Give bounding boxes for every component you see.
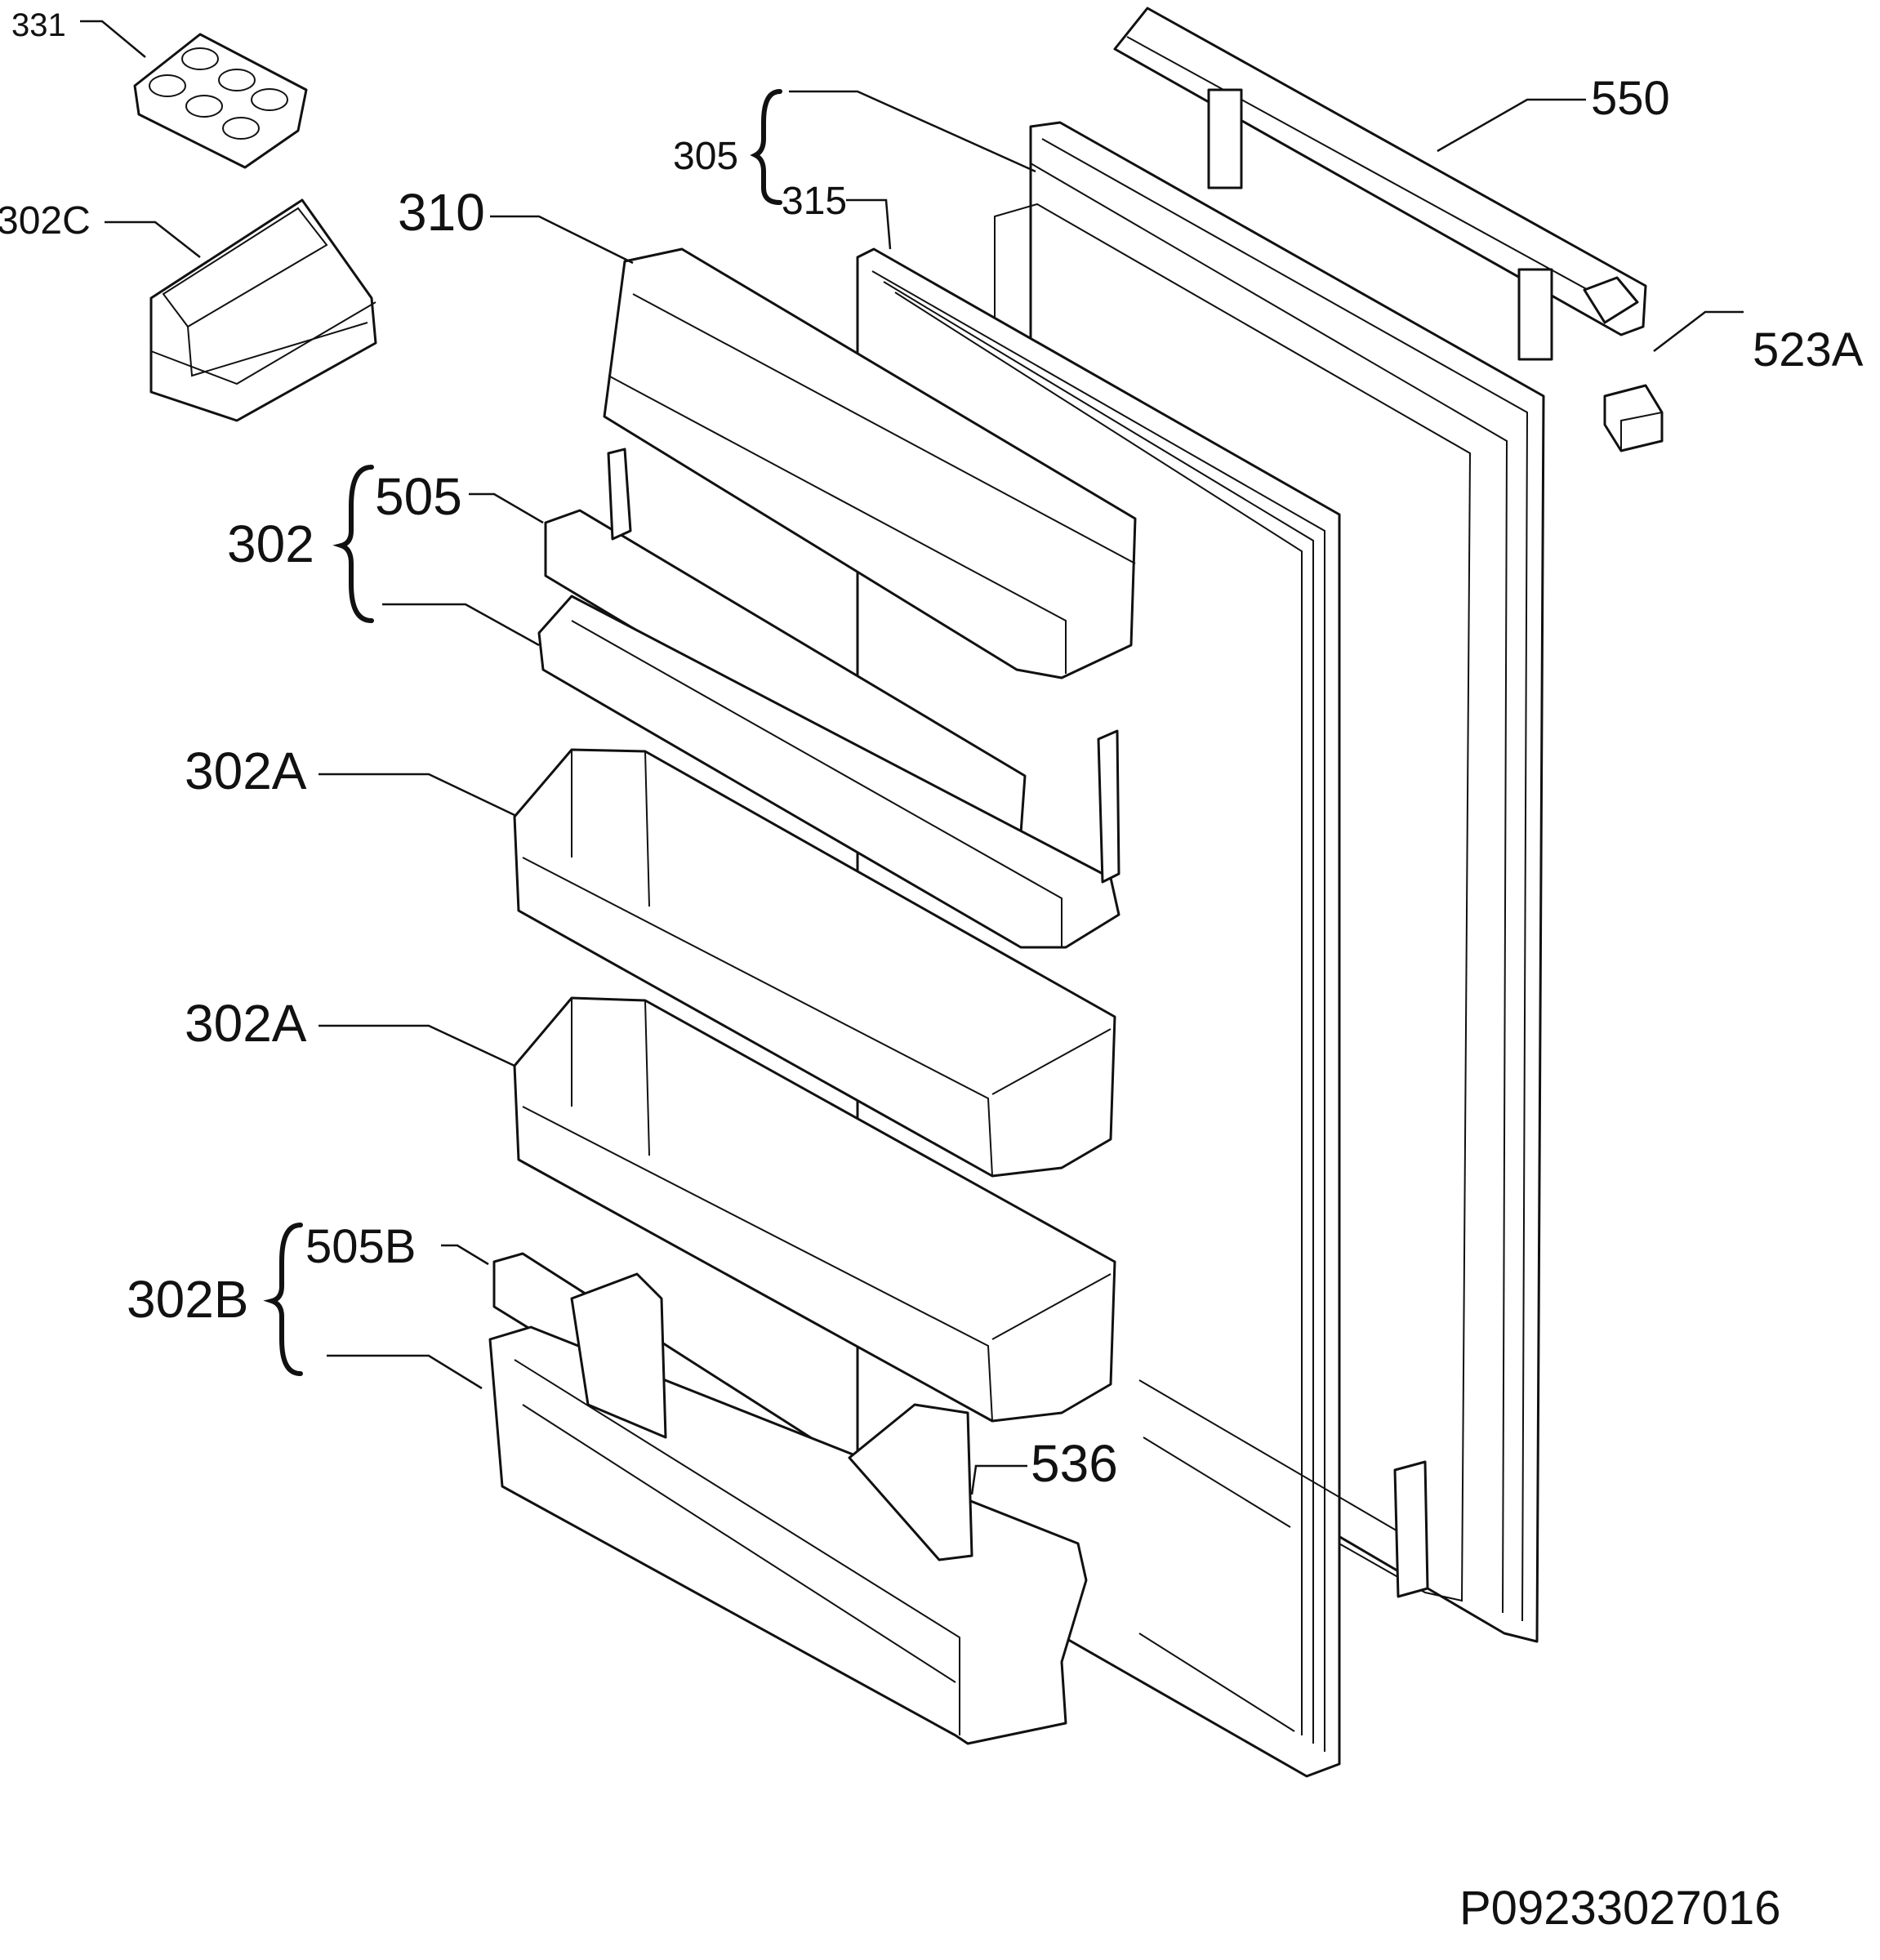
- brace-302b: [263, 1223, 303, 1376]
- label-550: 550: [1591, 72, 1670, 125]
- door-shelf-with-bar: [537, 448, 1120, 949]
- label-305: 305: [673, 135, 738, 178]
- hinge-cover: [1603, 384, 1664, 452]
- label-302c: 302C: [0, 199, 91, 243]
- label-505b: 505B: [305, 1220, 416, 1273]
- label-505: 505: [375, 467, 462, 526]
- part-labels: 331 302C 310 305 315 550 523A 302 505 30…: [0, 7, 1864, 1935]
- bottle-shelf-upper: [513, 748, 1116, 1178]
- bottle-shelf-middle: [513, 996, 1116, 1423]
- label-331: 331: [11, 7, 66, 43]
- label-302a-middle: 302A: [185, 994, 307, 1053]
- door-handle: [1113, 7, 1647, 361]
- label-302b: 302B: [127, 1270, 248, 1329]
- door-cover: [603, 247, 1137, 679]
- brace-305: [750, 89, 782, 205]
- label-302a-upper: 302A: [185, 742, 307, 800]
- leader-lines: [80, 20, 1744, 1495]
- group-braces: [263, 89, 782, 1376]
- label-302: 302: [227, 514, 314, 573]
- brace-302: [332, 465, 374, 623]
- butter-box: [149, 198, 377, 422]
- label-536: 536: [1031, 1434, 1118, 1493]
- label-523a: 523A: [1753, 323, 1864, 376]
- drawing-number: P09233027016: [1459, 1882, 1781, 1935]
- egg-tray: [133, 33, 308, 169]
- bottom-shelf-assembly: [488, 1252, 1088, 1745]
- label-315: 315: [782, 180, 847, 223]
- label-310: 310: [398, 183, 485, 242]
